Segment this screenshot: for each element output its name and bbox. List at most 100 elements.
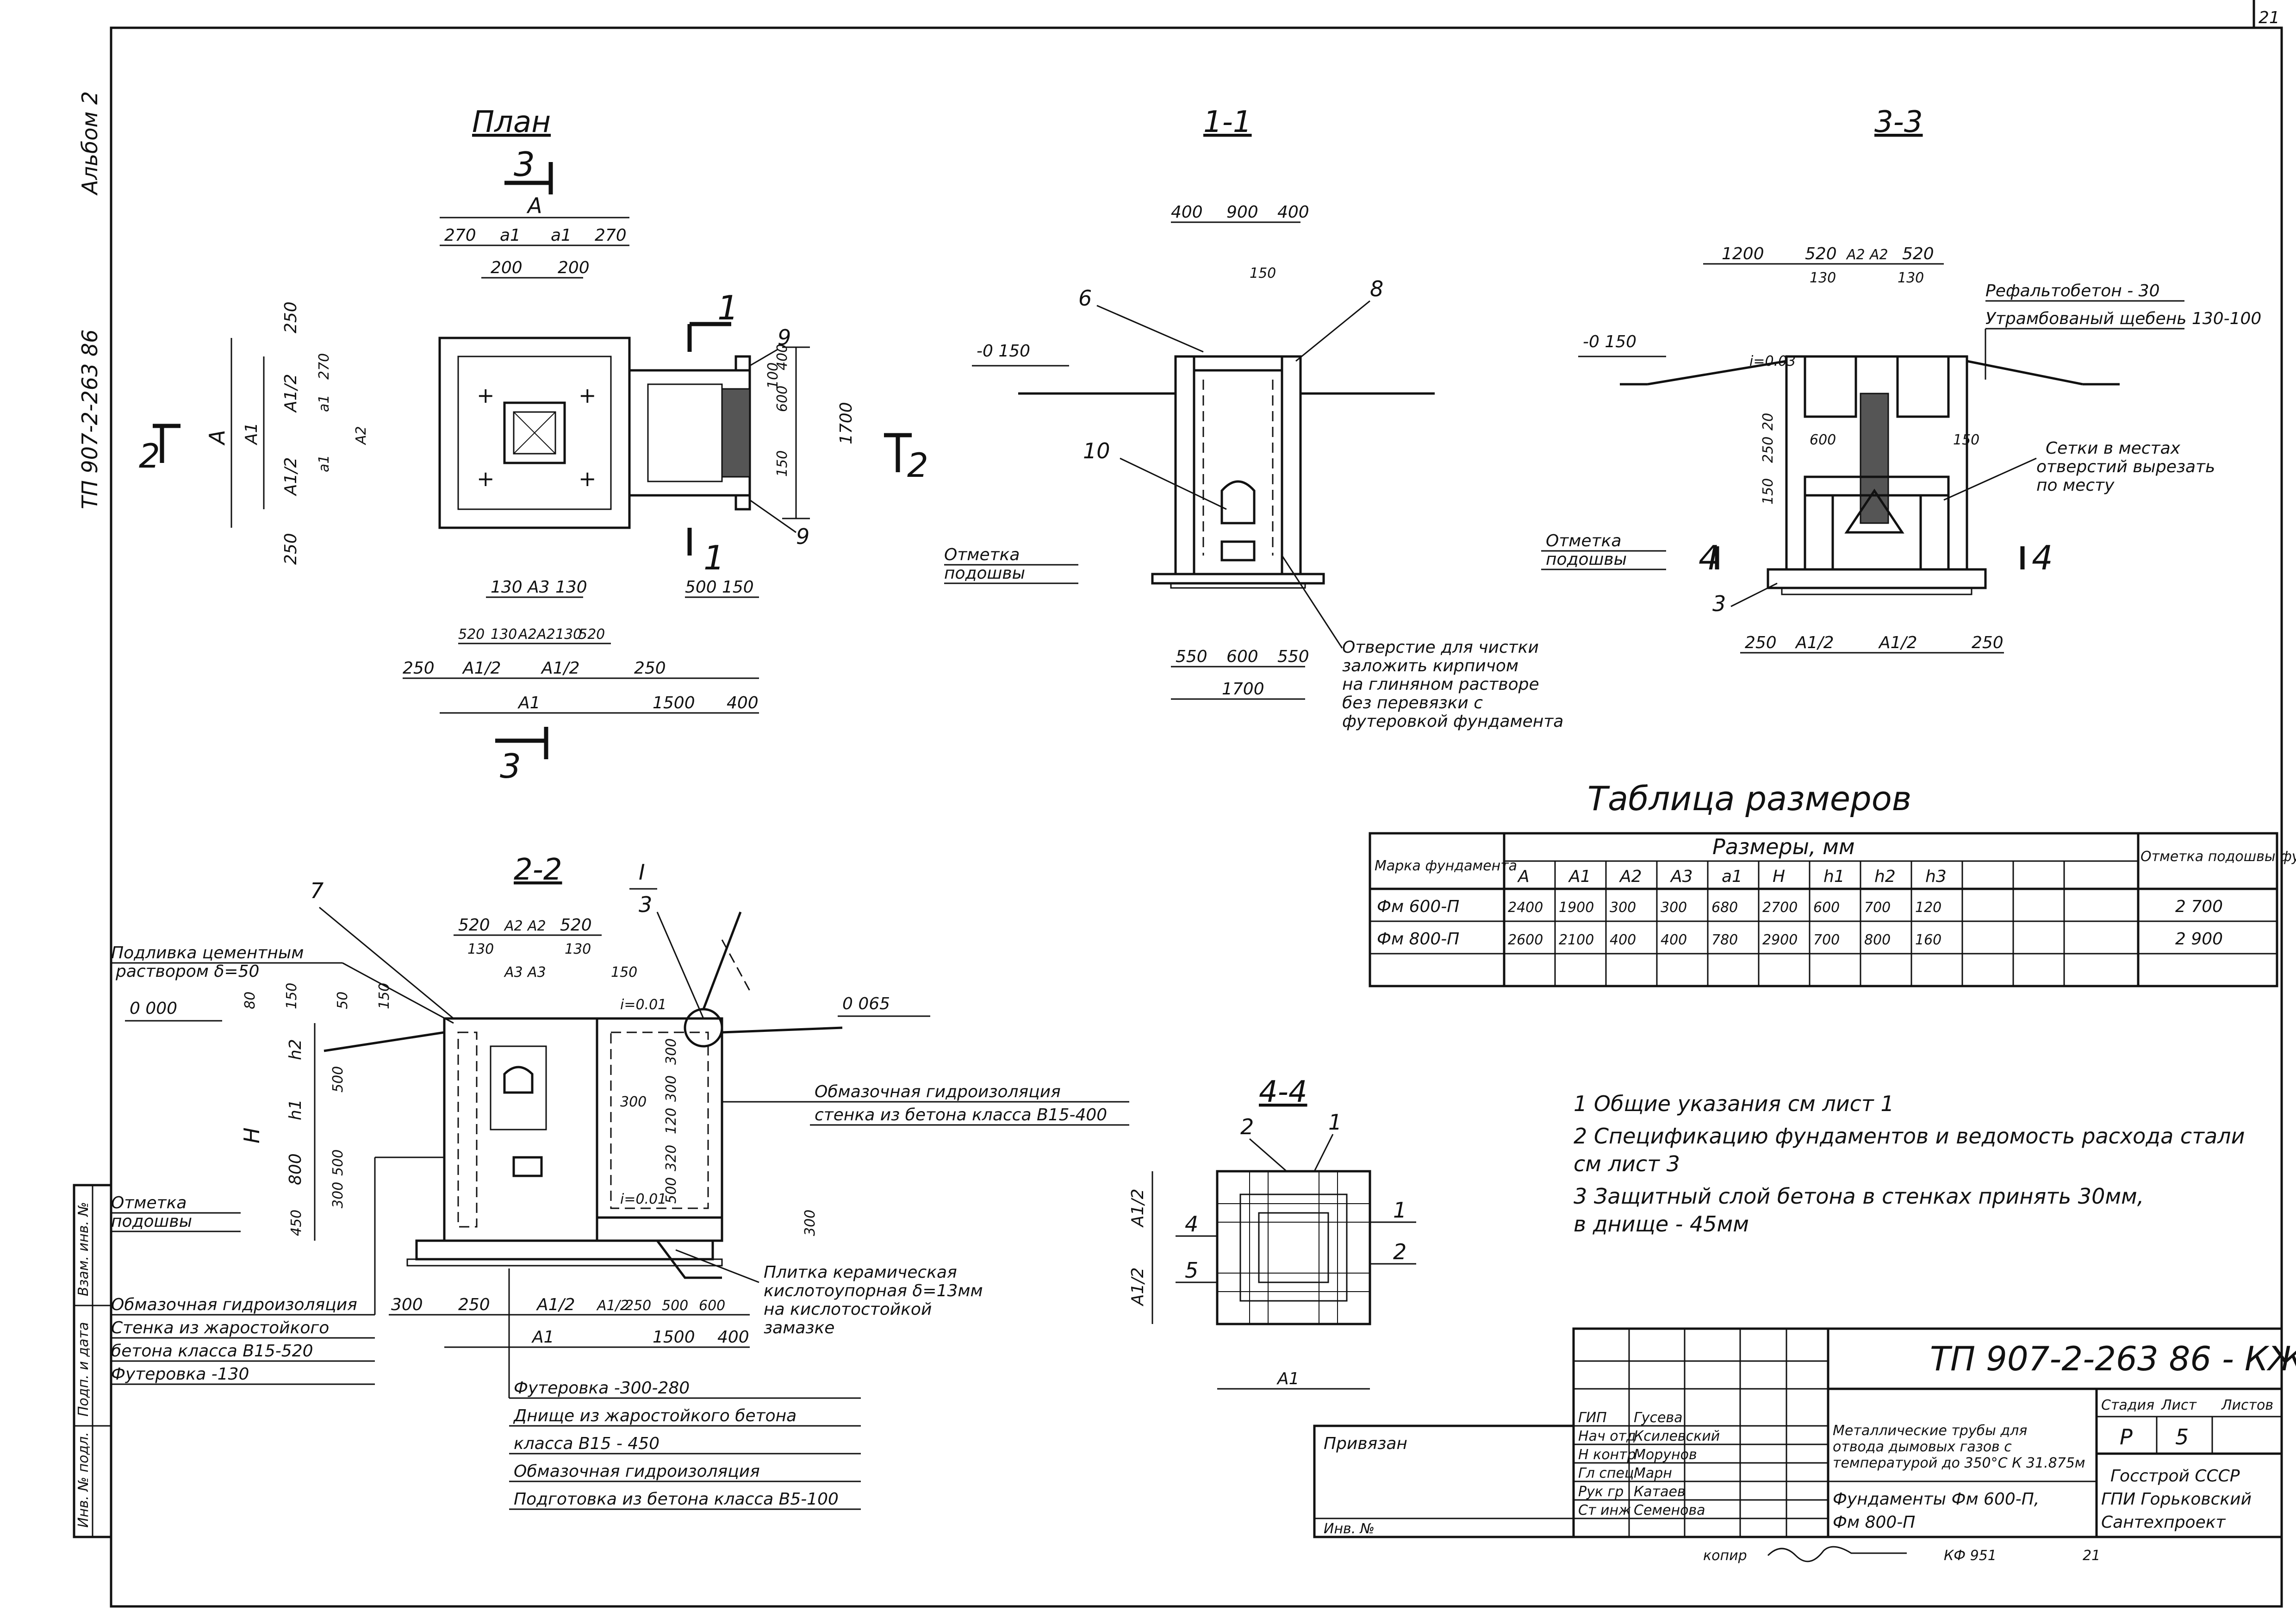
s22-base-label: подошвы — [111, 1212, 192, 1231]
s22-dim: 150 — [284, 983, 300, 1009]
plan-dim-A-top: A — [526, 193, 542, 218]
note-line: в днище - 45мм — [1574, 1212, 1749, 1237]
tb-role: Ст инж — [1578, 1502, 1631, 1518]
table-header-cell: a1 — [1722, 867, 1742, 886]
plan-dim: 100 — [765, 362, 781, 389]
tb-org: Сантехпроект — [2101, 1513, 2226, 1532]
plan-cut-2-right: 2 — [907, 446, 928, 485]
s11-dim: 1700 — [1222, 680, 1264, 699]
plan-dim: 520 — [579, 626, 605, 643]
s11-dim: 550 — [1277, 647, 1309, 666]
s22-dim: 150 — [376, 983, 392, 1009]
plan-dim: 400 — [774, 344, 790, 370]
s22-slope-bottom: i=0.01 — [620, 1191, 666, 1207]
note-line: см лист 3 — [1574, 1151, 1680, 1176]
tb-bound: Привязан — [1324, 1434, 1407, 1453]
s33-mesh-note: отверстий вырезать — [2036, 457, 2215, 476]
s22-level-left: 0 000 — [130, 999, 177, 1018]
section-2-2: 2-2 7 I 3 Подливка цементным раствором δ… — [111, 853, 1129, 1510]
section-2-2-title: 2-2 — [514, 853, 562, 887]
s33-mesh-note: по месту — [2036, 476, 2115, 495]
plan-dim: a1 — [316, 395, 332, 412]
s33-dim: 600 — [1810, 432, 1836, 448]
s22-dim: 130 — [467, 941, 494, 957]
plan-dim: 130 — [491, 626, 517, 643]
s22-base-label: Отметка — [111, 1193, 187, 1212]
s22-dim: A2 — [504, 918, 523, 934]
plan-dim-A-left: A — [205, 430, 230, 446]
tb-org: ГПИ Горьковский — [2101, 1490, 2252, 1509]
s22-pour-label: Подливка цементным — [111, 943, 304, 962]
s33-dim: 520 — [1902, 244, 1934, 263]
table-header-cell: A1 — [1568, 867, 1591, 886]
s22-dim: 250 — [625, 1298, 651, 1314]
s22-tile-note: кислотоупорная δ=13мм — [764, 1281, 983, 1300]
tb-role: ГИП — [1578, 1410, 1607, 1426]
plan-dim: A2 — [517, 626, 537, 643]
s33-dim: A1/2 — [1878, 633, 1917, 652]
section-4-4-title: 4-4 — [1259, 1075, 1307, 1109]
s11-base-label: подошвы — [944, 564, 1025, 583]
table-header-cell: A2 — [1619, 867, 1642, 886]
tb-desc: Металлические трубы для — [1833, 1423, 2027, 1439]
table-cell: 2700 — [1762, 899, 1798, 916]
s11-dim: 550 — [1176, 647, 1207, 666]
plan-dim: 500 — [685, 578, 717, 597]
table-header-cell: H — [1773, 867, 1785, 886]
plan-dim: A1/2 — [462, 659, 501, 678]
plan-bolt: + — [579, 466, 597, 491]
plan-bolt: + — [477, 383, 495, 408]
s22-dim: 120 — [663, 1108, 679, 1134]
table-row-level: 2 900 — [2175, 930, 2223, 949]
s11-note: футеровкой фундамента — [1342, 712, 1563, 731]
s22-dim: 150 — [611, 964, 637, 981]
s22-dim: 300 — [620, 1094, 647, 1110]
s33-base-label: Отметка — [1546, 531, 1621, 550]
s22-dim: A1/2 — [596, 1298, 629, 1314]
plan-dim: 130 — [491, 578, 523, 597]
s11-callout-8: 8 — [1370, 276, 1383, 301]
plan-bolt: + — [579, 383, 597, 408]
table-cell: 2400 — [1508, 899, 1543, 916]
s33-mesh-note: Сетки в местах — [2046, 439, 2181, 458]
s11-note: без перевязки с — [1342, 693, 1483, 712]
table-col-level: Отметка подошвы фундамента — [2140, 849, 2296, 865]
section-3-3-title: 3-3 — [1874, 105, 1923, 139]
table-col-mark: Марка фундамента — [1375, 858, 1517, 874]
table-cell: 400 — [1610, 932, 1636, 948]
plan-callout-9-top: 9 — [778, 325, 791, 350]
s22-dim: 400 — [717, 1328, 749, 1347]
plan-dim: 400 — [727, 693, 759, 712]
s33-dim: 150 — [1953, 432, 1979, 448]
table-cell: 300 — [1610, 899, 1636, 916]
s22-dim: 300 — [391, 1295, 423, 1314]
plan-view: План 3 A 270 a1 a1 270 200 200 + + + + 9 — [139, 105, 928, 786]
plan-dim: 1500 — [653, 693, 695, 712]
s22-legend: Обмазочная гидроизоляция — [111, 1295, 357, 1314]
s22-dim-H: H — [239, 1127, 264, 1143]
s33-dim: 250 — [1760, 437, 1776, 463]
s22-dim: 520 — [458, 916, 490, 935]
plan-dim-A1-left: A1 — [242, 422, 261, 445]
s22-tile-note: замазке — [764, 1318, 834, 1337]
plan-dim: 130 — [555, 578, 587, 597]
tb-role: Гл спец — [1578, 1465, 1634, 1481]
side-project-code: ТП 907-2-263 86 — [77, 329, 102, 509]
plan-cut-1-bottom: 1 — [703, 538, 725, 577]
s44-cut-5: 5 — [1185, 1258, 1198, 1283]
s33-dim: A1/2 — [1795, 633, 1834, 652]
table-cell: 780 — [1711, 932, 1738, 948]
s33-dim: A2 — [1869, 247, 1888, 263]
s22-bottom-legend: класса В15 - 450 — [514, 1434, 660, 1453]
s33-dim: 520 — [1805, 244, 1837, 263]
s11-dim: 900 — [1226, 203, 1258, 222]
s22-dim: 800 — [286, 1153, 305, 1185]
s22-dim: A3 — [527, 964, 546, 981]
s33-dim: 20 — [1760, 413, 1776, 431]
general-notes: 1 Общие указания см лист 1 2 Спецификаци… — [1574, 1091, 2245, 1237]
table-cell: 160 — [1915, 932, 1941, 948]
plan-dim: 520 — [458, 626, 485, 643]
s11-note: на глиняном растворе — [1342, 675, 1539, 694]
s22-dim: 300 — [802, 1210, 818, 1236]
